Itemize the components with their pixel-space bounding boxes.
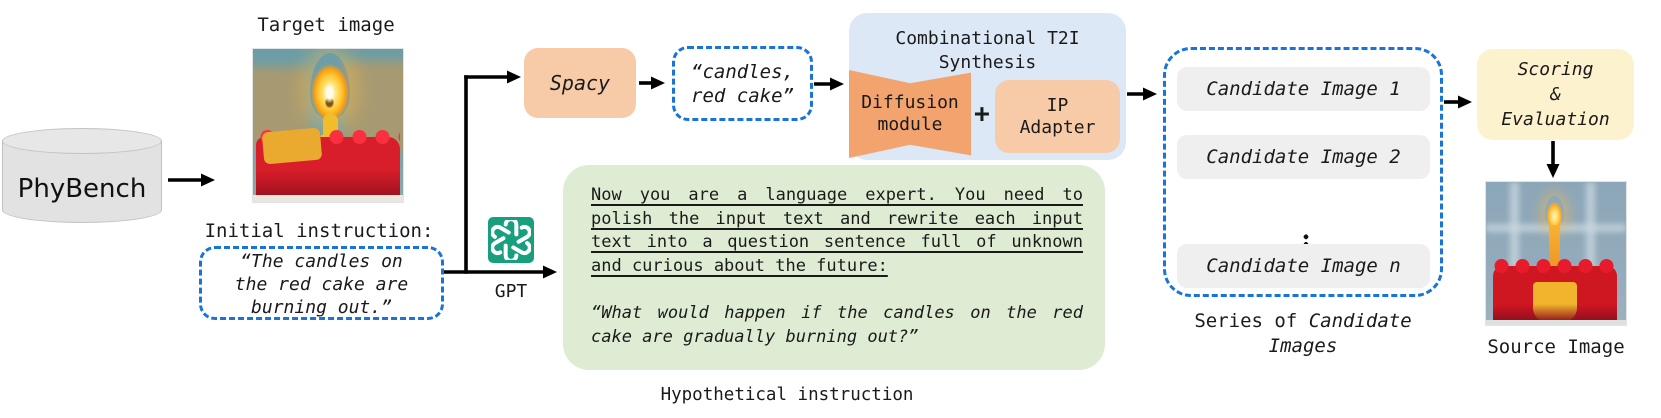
scoring-line: Evaluation xyxy=(1501,109,1610,130)
openai-icon xyxy=(488,217,534,263)
candle-flame xyxy=(310,53,350,119)
hypothetical-question-text: “What would happen if the candles on the… xyxy=(591,303,1083,347)
phybench-database-cylinder: PhyBench xyxy=(2,128,162,223)
t2i-synthesis-panel: Combinational T2I Synthesis Diffusion mo… xyxy=(849,13,1126,160)
red-cake xyxy=(256,127,400,195)
hypothetical-instruction-box: Now you are a language expert. You need … xyxy=(563,165,1105,370)
candidate-images-box: Candidate Image 1 Candidate Image 2 Cand… xyxy=(1163,47,1443,297)
keywords-text: “candles, red cake” xyxy=(691,60,794,107)
candle xyxy=(1549,225,1560,281)
hypothetical-instruction-caption: Hypothetical instruction xyxy=(660,385,914,405)
initial-instruction-box: “The candles on the red cake are burning… xyxy=(199,246,444,320)
target-photo xyxy=(252,48,404,203)
gpt-prompt-text: Now you are a language expert. You need … xyxy=(591,185,1083,276)
scoring-line: Scoring xyxy=(1517,59,1594,80)
candle-flame xyxy=(1545,196,1564,229)
red-cake xyxy=(1491,257,1619,322)
cake-shadow xyxy=(1493,304,1617,322)
diffusion-module-shape: Diffusion module xyxy=(849,70,971,158)
source-photo xyxy=(1485,181,1627,326)
t2i-title: Combinational T2I Synthesis xyxy=(895,28,1080,73)
icing-ruffle xyxy=(1491,257,1619,277)
ip-adapter-box: IP Adapter xyxy=(995,80,1120,153)
cake-shadow xyxy=(256,169,400,195)
phybench-label: PhyBench xyxy=(17,174,147,204)
gpt-label: GPT xyxy=(494,281,528,302)
target-image-label: Target image xyxy=(257,14,395,36)
plate xyxy=(253,195,403,202)
candidates-caption: Series of Candidate Images xyxy=(1178,309,1428,359)
plus-sign: + xyxy=(974,99,990,129)
initial-instruction-text: “The candles on the red cake are burning… xyxy=(234,250,409,318)
caption-prefix: Series of xyxy=(1194,310,1309,332)
ip-adapter-label: IP Adapter xyxy=(1019,94,1096,138)
spacy-label: Spacy xyxy=(549,71,611,95)
candidate-row: Candidate Image 2 xyxy=(1177,135,1430,179)
caption-emphasis: Candidate Images xyxy=(1268,310,1412,357)
scoring-line: & xyxy=(1550,84,1561,105)
initial-instruction-label: Initial instruction: xyxy=(204,220,434,242)
scoring-evaluation-box: Scoring & Evaluation xyxy=(1477,49,1634,140)
source-image-label: Source Image xyxy=(1487,336,1625,358)
spacy-box: Spacy xyxy=(524,48,636,118)
keywords-box: “candles, red cake” xyxy=(672,46,813,121)
diffusion-module-label: Diffusion module xyxy=(861,92,959,135)
cylinder-top xyxy=(2,128,162,154)
plate xyxy=(1486,320,1626,325)
yellow-cake-slab xyxy=(261,127,323,165)
candidate-row: Candidate Image 1 xyxy=(1177,67,1430,111)
candidate-row: Candidate Image n xyxy=(1177,244,1430,288)
